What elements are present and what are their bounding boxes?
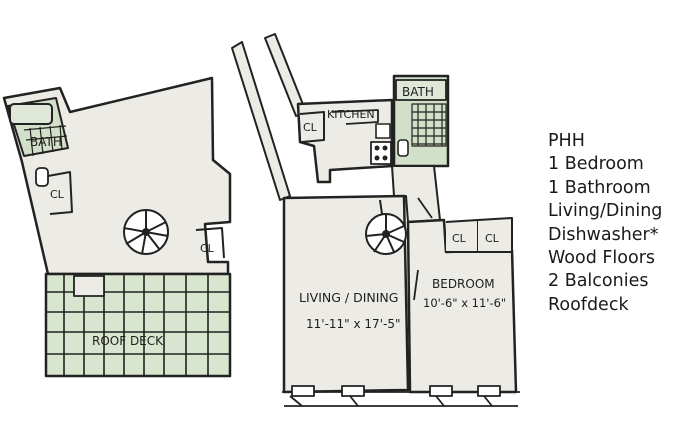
upper-closet-2-label: CL: [200, 242, 215, 255]
upper-closet-1-outline: [47, 171, 73, 215]
bedroom-closet-2-outline: [477, 217, 513, 253]
room-labels: BATH CL CL ROOF DECK KITCHEN CL BATH LIV…: [30, 85, 506, 348]
upper-level: [2, 76, 232, 276]
feature-wood-floors: Wood Floors: [548, 248, 656, 269]
kitchen-closet-label: CL: [303, 121, 318, 134]
balcony-walkway: [231, 41, 291, 201]
upper-bath-label: BATH: [30, 135, 62, 149]
roof-deck-grid: [46, 274, 230, 376]
feature-balconies: 2 Balconies: [548, 271, 649, 292]
entry-door: [417, 197, 433, 219]
upper-spiral-stair: [123, 209, 169, 255]
main-bath-toilet: [397, 139, 409, 157]
bedroom-closet-2-label: CL: [485, 232, 500, 245]
bedroom-dims: 10'-6" x 11'-6": [423, 296, 506, 310]
roof-deck-label: ROOF DECK: [92, 334, 164, 348]
bedroom-door-swing: [413, 269, 419, 301]
upper-closet-1-label: CL: [50, 188, 65, 201]
kitchen-closet-outline: [299, 111, 325, 143]
roof-deck: [44, 272, 232, 378]
feature-bedrooms: 1 Bedroom: [548, 154, 644, 175]
bedroom-label: BEDROOM: [432, 277, 495, 291]
lower-spiral-stair: [365, 213, 407, 255]
kitchen-sink: [375, 123, 391, 139]
living-dining-label: LIVING / DINING: [299, 290, 398, 305]
kitchen-stove: [370, 141, 392, 165]
upper-bath-tiles: [23, 124, 68, 157]
lower-level: [231, 33, 520, 407]
feature-roofdeck: Roofdeck: [548, 294, 629, 315]
kitchen-room: [296, 98, 394, 184]
upper-closet-2-outline: [195, 227, 225, 259]
feature-dishwasher: Dishwasher*: [548, 224, 659, 245]
main-bath-label: BATH: [402, 85, 434, 99]
feature-bathrooms: 1 Bathroom: [548, 177, 651, 198]
upper-toilet: [35, 167, 49, 187]
kitchen-label: KITCHEN: [327, 108, 375, 121]
upper-bath-tub: [9, 103, 53, 125]
stair-rail: [379, 199, 383, 215]
plan-code: PHH: [548, 131, 585, 151]
lower-balcony: [282, 385, 520, 407]
roof-deck-stair-landing: [73, 275, 105, 297]
main-bath-tub: [395, 79, 447, 101]
living-dining-dims: 11'-11" x 17'-5": [306, 317, 400, 331]
plan-features-list: PHH 1 Bedroom 1 Bathroom Living/Dining D…: [548, 130, 662, 317]
bedroom-closet-1-label: CL: [452, 232, 467, 245]
feature-living-dining: Living/Dining: [548, 201, 663, 222]
kitchen-counter: [331, 109, 379, 125]
main-bath-tiles: [411, 103, 447, 147]
